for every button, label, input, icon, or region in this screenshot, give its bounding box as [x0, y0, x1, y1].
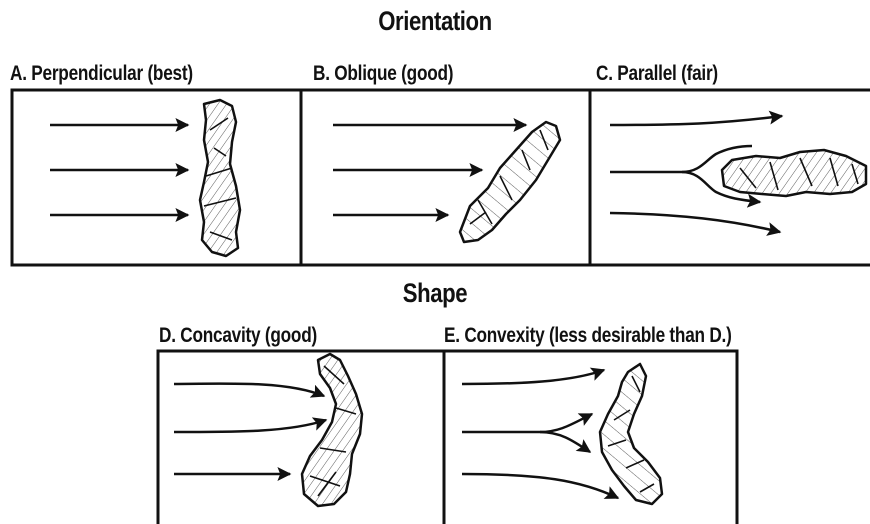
rock-structure: [460, 122, 560, 242]
rock-structure: [722, 150, 866, 196]
flow-arrow: [610, 116, 782, 125]
flow-arrow: [462, 474, 618, 498]
panel-a-frame: [12, 90, 301, 265]
flow-arrow: [540, 432, 590, 452]
panel-b-content: [333, 122, 560, 242]
rock-structure: [600, 364, 662, 504]
panel-b-frame: [301, 90, 590, 265]
rock-structure: [200, 100, 240, 256]
panel-c-content: [610, 116, 866, 232]
panel-e-content: [462, 364, 662, 504]
panel-d-frame: [158, 351, 444, 524]
panel-e-frame: [444, 351, 737, 524]
panel-a-content: [50, 100, 240, 256]
flow-arrow: [610, 213, 780, 232]
rock-structure: [302, 354, 362, 506]
flow-arrow: [462, 370, 604, 384]
flow-arrow: [462, 414, 592, 432]
panel-d-content: [174, 354, 362, 506]
flow-arrow: [174, 420, 326, 432]
flow-arrow: [174, 383, 324, 396]
